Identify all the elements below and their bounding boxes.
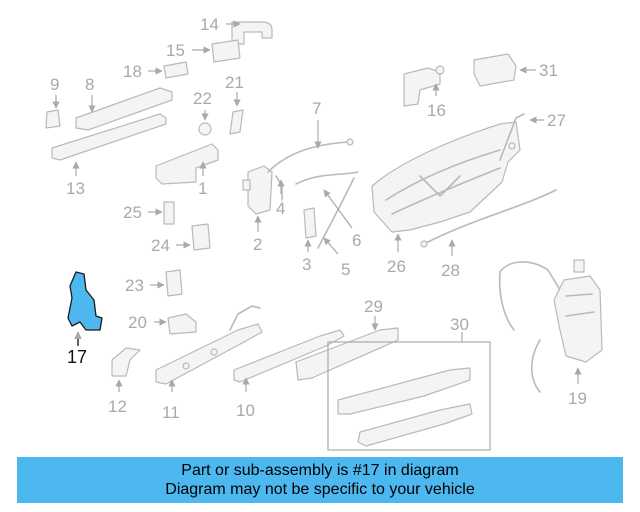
part-23[interactable]: 23 (125, 269, 183, 297)
part-27[interactable]: 27 (499, 111, 566, 161)
part-6[interactable]: 6 (323, 189, 361, 250)
part-29[interactable]: 29 (295, 297, 399, 381)
label-16: 16 (427, 101, 446, 120)
part-19[interactable]: 19 (498, 259, 603, 408)
part-2[interactable]: 2 (242, 165, 273, 254)
part-9[interactable]: 9 (45, 75, 61, 129)
banner-line-2: Diagram may not be specific to your vehi… (165, 481, 475, 498)
part-22[interactable]: 22 (193, 89, 212, 136)
part-14[interactable]: 14 (200, 15, 273, 45)
label-6: 6 (352, 231, 361, 250)
label-12: 12 (108, 397, 127, 416)
label-11: 11 (162, 403, 180, 422)
part-1[interactable]: 1 (155, 143, 219, 198)
label-31: 31 (539, 61, 558, 80)
label-25: 25 (123, 203, 142, 222)
part-24[interactable]: 24 (151, 223, 211, 255)
label-14: 14 (200, 15, 219, 34)
label-23: 23 (125, 276, 144, 295)
label-17: 17 (67, 347, 87, 367)
part-28[interactable]: 28 (420, 189, 557, 280)
part-16[interactable]: 16 (403, 65, 446, 120)
label-29: 29 (364, 297, 383, 316)
part-17[interactable]: 17 (67, 271, 103, 367)
part-25[interactable]: 25 (123, 201, 175, 225)
part-10[interactable]: 10 (233, 329, 345, 420)
part-3[interactable]: 3 (302, 207, 317, 274)
label-1: 1 (198, 179, 207, 198)
label-10: 10 (236, 401, 255, 420)
part-7[interactable]: 7 (267, 99, 354, 173)
label-3: 3 (302, 255, 311, 274)
label-30: 30 (450, 315, 469, 334)
label-20: 20 (128, 313, 147, 332)
part-12[interactable]: 12 (108, 347, 141, 416)
part-21[interactable]: 21 (225, 73, 244, 135)
label-26: 26 (387, 257, 406, 276)
part-4[interactable]: 4 (275, 175, 285, 218)
parts-diagram: 14 15 18 9 8 13 22 21 (45, 15, 603, 451)
label-8: 8 (85, 75, 94, 94)
part-11[interactable]: 11 (155, 305, 263, 422)
banner-line-1: Part or sub-assembly is #17 in diagram (181, 462, 459, 479)
label-15: 15 (166, 41, 185, 60)
part-31[interactable]: 31 (473, 53, 558, 87)
part-15[interactable]: 15 (166, 39, 241, 63)
label-22: 22 (193, 89, 212, 108)
label-18: 18 (123, 62, 142, 81)
info-banner: Part or sub-assembly is #17 in diagram D… (17, 457, 623, 503)
label-9: 9 (50, 75, 59, 94)
part-18[interactable]: 18 (123, 61, 189, 81)
part-5[interactable]: 5 (295, 171, 359, 279)
label-2: 2 (253, 235, 262, 254)
part-20[interactable]: 20 (128, 313, 197, 335)
part-8[interactable]: 8 (75, 75, 173, 131)
label-28: 28 (441, 261, 460, 280)
part-26[interactable]: 26 (371, 121, 521, 276)
label-24: 24 (151, 236, 170, 255)
label-27: 27 (547, 111, 566, 130)
label-7: 7 (312, 99, 321, 118)
part-13[interactable]: 13 (51, 113, 167, 198)
label-21: 21 (225, 73, 244, 92)
label-5: 5 (341, 260, 350, 279)
label-13: 13 (66, 179, 85, 198)
label-4: 4 (276, 199, 285, 218)
label-19: 19 (568, 389, 587, 408)
part-30[interactable]: 30 (327, 315, 491, 451)
